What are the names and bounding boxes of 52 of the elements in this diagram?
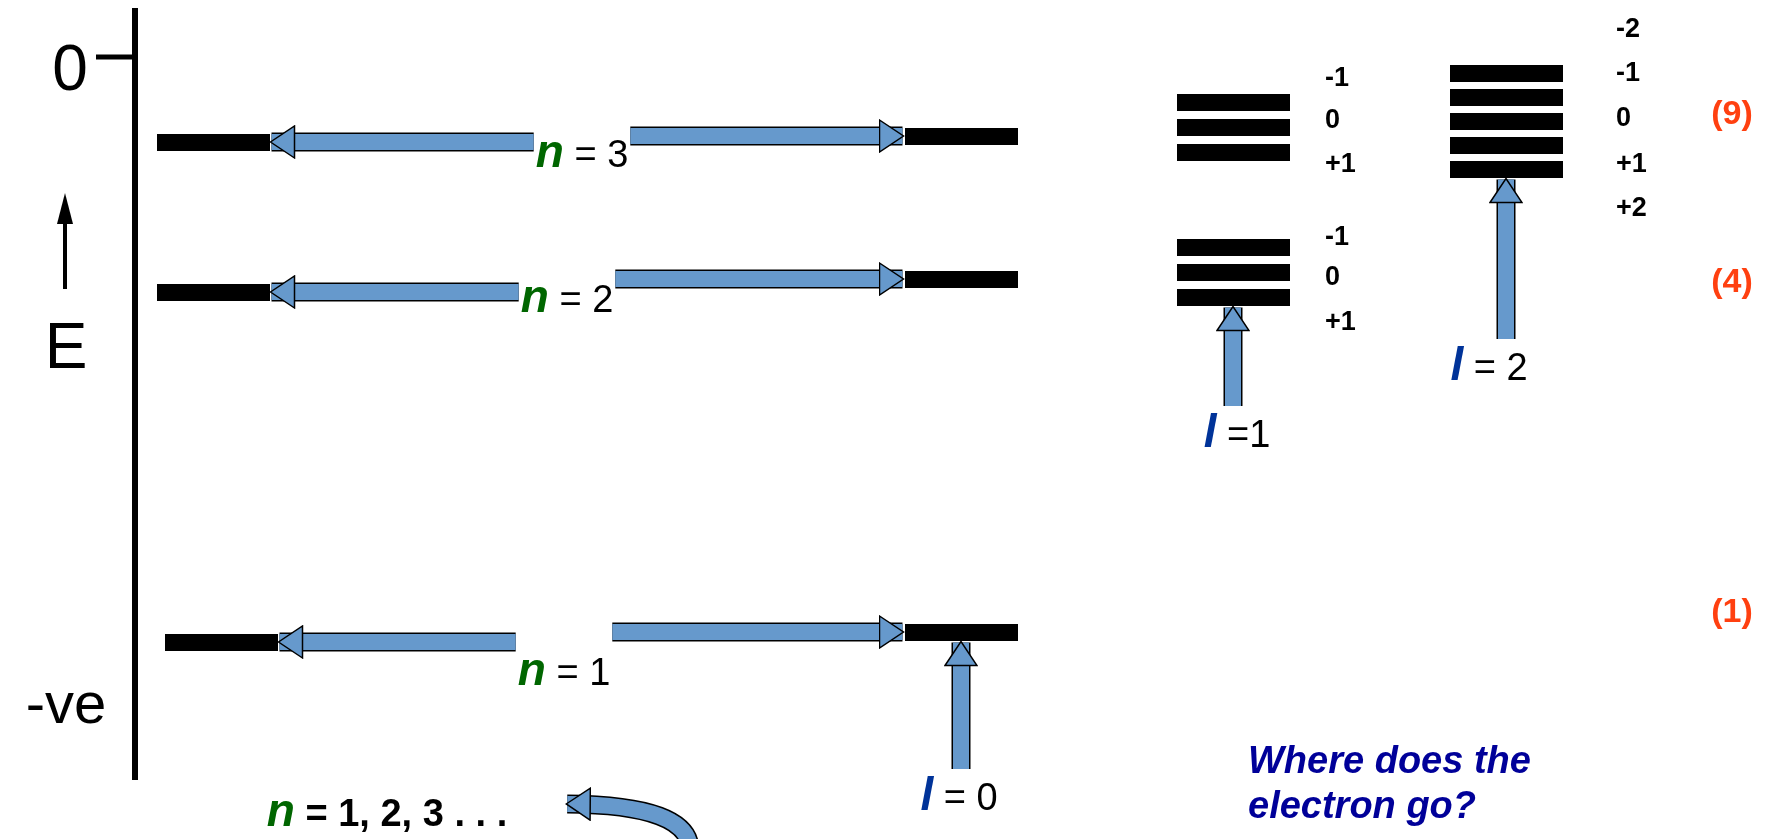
energy-level-bar [1176,288,1290,306]
quantum-number-label: l =1 [1203,408,1271,454]
quantum-number-label: l = 2 [1450,341,1528,387]
energy-level-bar [1449,112,1563,130]
magnetic-number: 0 [1616,103,1632,131]
block-arrow [944,640,978,769]
magnetic-number: +1 [1616,149,1647,177]
quantum-number-label: n = 1, 2, 3 . . . [266,787,508,833]
question-text: Where does the electron go? [1248,738,1532,828]
quantum-number-label: l = 0 [920,771,998,817]
block-arrow [630,119,905,153]
magnetic-number: 0 [1325,262,1341,290]
axis-label: 0 [52,36,88,100]
magnetic-number: +2 [1616,193,1647,221]
orbital-count: (4) [1711,263,1753,297]
energy-level-bar [156,133,270,151]
block-arrow [612,615,905,649]
block-arrow [565,787,700,839]
energy-level-bar [904,623,1018,641]
magnetic-number: +1 [1325,307,1356,335]
energy-level-bar [156,283,270,301]
block-arrow [269,125,534,159]
orbital-count: (1) [1711,593,1753,627]
energy-level-bar [1449,160,1563,178]
axis-label: -ve [25,674,107,732]
magnetic-number: +1 [1325,149,1356,177]
block-arrow [269,275,519,309]
block-arrow [1216,305,1250,406]
block-arrow [1489,177,1523,339]
energy-level-bar [904,127,1018,145]
energy-level-bar [1176,143,1290,161]
energy-level-bar [164,633,278,651]
magnetic-number: -1 [1325,222,1349,250]
energy-level-bar [904,270,1018,288]
quantum-number-label: n = 3 [535,128,629,174]
quantum-number-label: n = 1 [517,646,611,692]
magnetic-number: 0 [1325,105,1341,133]
magnetic-number: -1 [1325,63,1349,91]
orbital-count: (9) [1711,95,1753,129]
block-arrow [615,262,905,296]
energy-level-bar [1176,263,1290,281]
axis-label: E [44,314,88,378]
block-arrow [277,625,516,659]
energy-level-bar [1449,64,1563,82]
energy-level-bar [1176,238,1290,256]
magnetic-number: -2 [1616,14,1640,42]
energy-level-bar [1449,88,1563,106]
quantum-number-label: n = 2 [520,273,614,319]
energy-level-bar [1176,118,1290,136]
energy-level-bar [1449,136,1563,154]
energy-level-bar [1176,93,1290,111]
magnetic-number: -1 [1616,58,1640,86]
